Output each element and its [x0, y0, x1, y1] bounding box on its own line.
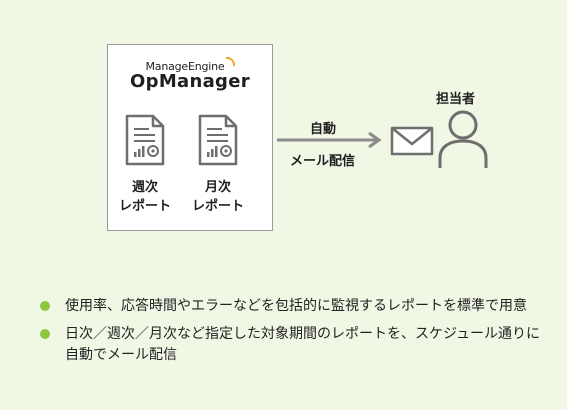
delivery-label-bottom: メール配信	[290, 154, 356, 169]
envelope-icon	[390, 126, 434, 156]
brand-logo: ManageEngine	[108, 57, 272, 73]
recipient-label: 担当者	[436, 92, 476, 107]
person-icon	[438, 110, 488, 168]
monthly-report-label-line1: 月次	[204, 180, 231, 195]
feature-text: 使用率、応答時間やエラーなどを包括的に監視するレポートを標準で用意	[65, 298, 527, 314]
brand-arc-icon	[225, 57, 235, 66]
weekly-report-icon	[125, 114, 165, 166]
monthly-report-icon	[198, 114, 238, 166]
feature-list: 使用率、応答時間やエラーなどを包括的に監視するレポートを標準で用意 日次／週次／…	[40, 296, 550, 373]
bullet-dot-icon	[40, 301, 50, 311]
monthly-report-label-line2: レポート	[191, 199, 244, 214]
monthly-report-label: 月次 レポート	[188, 178, 248, 216]
feature-item: 使用率、応答時間やエラーなどを包括的に監視するレポートを標準で用意	[40, 296, 550, 317]
bullet-dot-icon	[40, 329, 50, 339]
opmanager-box: ManageEngine OpManager	[107, 44, 273, 231]
weekly-report-label-line1: 週次	[131, 180, 158, 195]
product-name: OpManager	[130, 71, 250, 92]
brand-name: ManageEngine	[145, 60, 225, 73]
feature-text: 日次／週次／月次など指定した対象期間のレポートを、スケジュール通りに自動でメール…	[65, 326, 541, 363]
delivery-label-top: 自動	[310, 122, 337, 137]
weekly-report-label: 週次 レポート	[115, 178, 175, 216]
delivery-arrow-icon	[277, 131, 382, 149]
weekly-report-label-line2: レポート	[118, 199, 171, 214]
feature-item: 日次／週次／月次など指定した対象期間のレポートを、スケジュール通りに自動でメール…	[40, 324, 550, 366]
